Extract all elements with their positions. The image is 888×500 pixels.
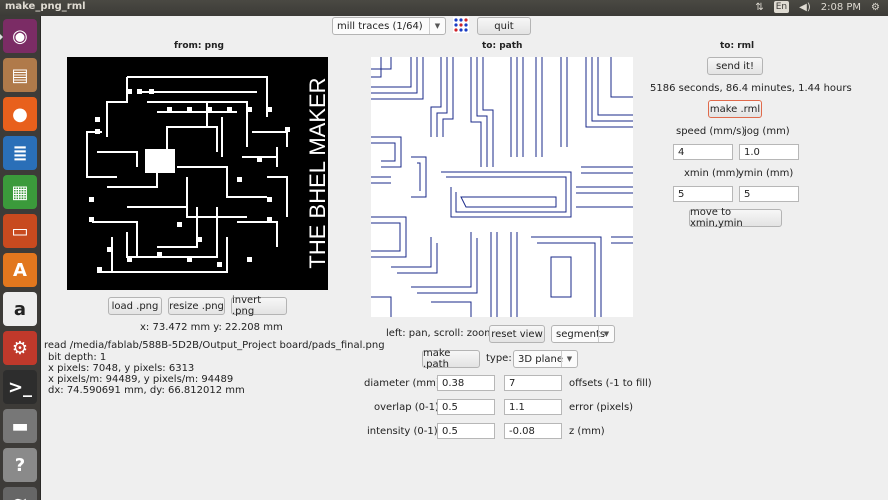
file-info-line: bit depth: 1 <box>48 352 107 363</box>
system-settings-icon[interactable]: ⚙ <box>3 331 37 365</box>
move-to-origin-button[interactable]: move to xmin,ymin <box>689 207 782 229</box>
make-path-button[interactable]: make .path <box>422 348 480 370</box>
clock[interactable]: 2:08 PM <box>820 1 862 13</box>
path-panel-header: to: path <box>482 41 523 51</box>
terminal-icon[interactable]: >_ <box>3 370 37 404</box>
file-info-line: dx: 74.590691 mm, dy: 66.812012 mm <box>48 385 245 396</box>
chevron-down-icon: ▼ <box>429 18 445 34</box>
z-depth-input[interactable]: -0.08 <box>504 423 562 439</box>
rml-panel-header: to: rml <box>720 41 755 51</box>
intensity-input[interactable]: 0.5 <box>437 423 495 439</box>
make-rml-button[interactable]: make .rml <box>708 100 762 118</box>
png-preview[interactable]: THE BHEL MAKER <box>67 57 328 290</box>
resize-png-button[interactable]: resize .png <box>168 297 225 315</box>
error-input[interactable]: 1.1 <box>504 399 562 415</box>
volume-icon[interactable]: ◀) <box>799 1 811 13</box>
launcher: ◉ ▤ ● ≣ ▦ ▭ Aa ⚙ >_ ▬? ≋ <box>0 16 41 500</box>
mode-select[interactable]: mill traces (1/64) ▼ <box>332 17 446 35</box>
type-select[interactable]: 3D plane ▼ <box>513 350 578 368</box>
fab-logo-icon <box>453 17 469 33</box>
files-icon[interactable]: ▤ <box>3 58 37 92</box>
window-title: make_png_rml <box>5 1 86 12</box>
path-preview[interactable] <box>371 57 633 317</box>
overlap-input[interactable]: 0.5 <box>437 399 495 415</box>
ymin-label: ymin (mm) <box>738 168 794 179</box>
diameter-input[interactable]: 0.38 <box>437 375 495 391</box>
drive-icon[interactable]: ▬ <box>3 409 37 443</box>
invert-png-button[interactable]: invert .png <box>231 295 287 317</box>
ymin-input[interactable]: 5 <box>739 186 799 202</box>
top-panel: make_png_rml ⇅ En ◀) 2:08 PM ⚙ <box>0 0 888 16</box>
overlap-label: overlap (0-1) <box>374 402 439 413</box>
firefox-icon[interactable]: ● <box>3 97 37 131</box>
intensity-label: intensity (0-1) <box>367 426 438 437</box>
jog-input[interactable]: 1.0 <box>739 144 799 160</box>
chevron-down-icon: ▼ <box>561 351 577 367</box>
offsets-label: offsets (-1 to fill) <box>569 378 652 389</box>
writer-icon[interactable]: ≣ <box>3 136 37 170</box>
load-png-button[interactable]: load .png <box>108 297 162 315</box>
file-info-line: x pixels: 7048, y pixels: 6313 <box>48 363 195 374</box>
help-icon[interactable]: ? <box>3 448 37 482</box>
reset-view-button[interactable]: reset view <box>489 325 545 343</box>
system-tray: ⇅ En ◀) 2:08 PM ⚙ <box>755 1 880 13</box>
toolpath-image <box>371 57 633 317</box>
view-mode-select[interactable]: segments ▼ <box>551 325 615 343</box>
type-select-value: 3D plane <box>518 353 563 365</box>
file-info-line: read /media/fablab/588B-5D2B/Output_Proj… <box>44 340 385 351</box>
calc-icon[interactable]: ▦ <box>3 175 37 209</box>
app-window: mill traces (1/64) ▼ quit from: png to: … <box>41 16 888 500</box>
speed-input[interactable]: 4 <box>673 144 733 160</box>
jog-label: jog (mm) <box>744 126 790 137</box>
impress-icon[interactable]: ▭ <box>3 214 37 248</box>
software-center-icon[interactable]: A <box>3 253 37 287</box>
quit-button[interactable]: quit <box>477 17 531 35</box>
cursor-coordinates: x: 73.472 mm y: 22.208 mm <box>140 322 283 333</box>
xmin-input[interactable]: 5 <box>673 186 733 202</box>
power-icon[interactable]: ⚙ <box>871 1 880 13</box>
offsets-input[interactable]: 7 <box>504 375 562 391</box>
view-hint: left: pan, scroll: zoom <box>386 328 494 339</box>
type-label: type: <box>486 353 512 364</box>
xmin-label: xmin (mm) <box>684 168 740 179</box>
z-depth-label: z (mm) <box>569 426 605 437</box>
time-estimate: 5186 seconds, 86.4 minutes, 1.44 hours <box>650 83 852 94</box>
trash-icon[interactable]: ≋ <box>3 487 37 500</box>
chevron-down-icon: ▼ <box>598 326 614 342</box>
network-icon[interactable]: ⇅ <box>755 1 764 13</box>
speed-label: speed (mm/s) <box>676 126 746 137</box>
send-it-button[interactable]: send it! <box>707 57 763 75</box>
diameter-label: diameter (mm) <box>364 378 440 389</box>
file-info-line: x pixels/m: 94489, y pixels/m: 94489 <box>48 374 234 385</box>
pcb-traces-image: THE BHEL MAKER <box>86 76 328 273</box>
view-mode-value: segments <box>556 328 606 340</box>
dash-home-icon[interactable]: ◉ <box>0 19 37 53</box>
error-label: error (pixels) <box>569 402 634 413</box>
png-panel-header: from: png <box>174 41 224 51</box>
mode-select-value: mill traces (1/64) <box>337 20 423 32</box>
amazon-icon[interactable]: a <box>3 292 37 326</box>
board-title-text: THE BHEL MAKER <box>305 77 328 268</box>
keyboard-layout-indicator[interactable]: En <box>773 1 790 13</box>
